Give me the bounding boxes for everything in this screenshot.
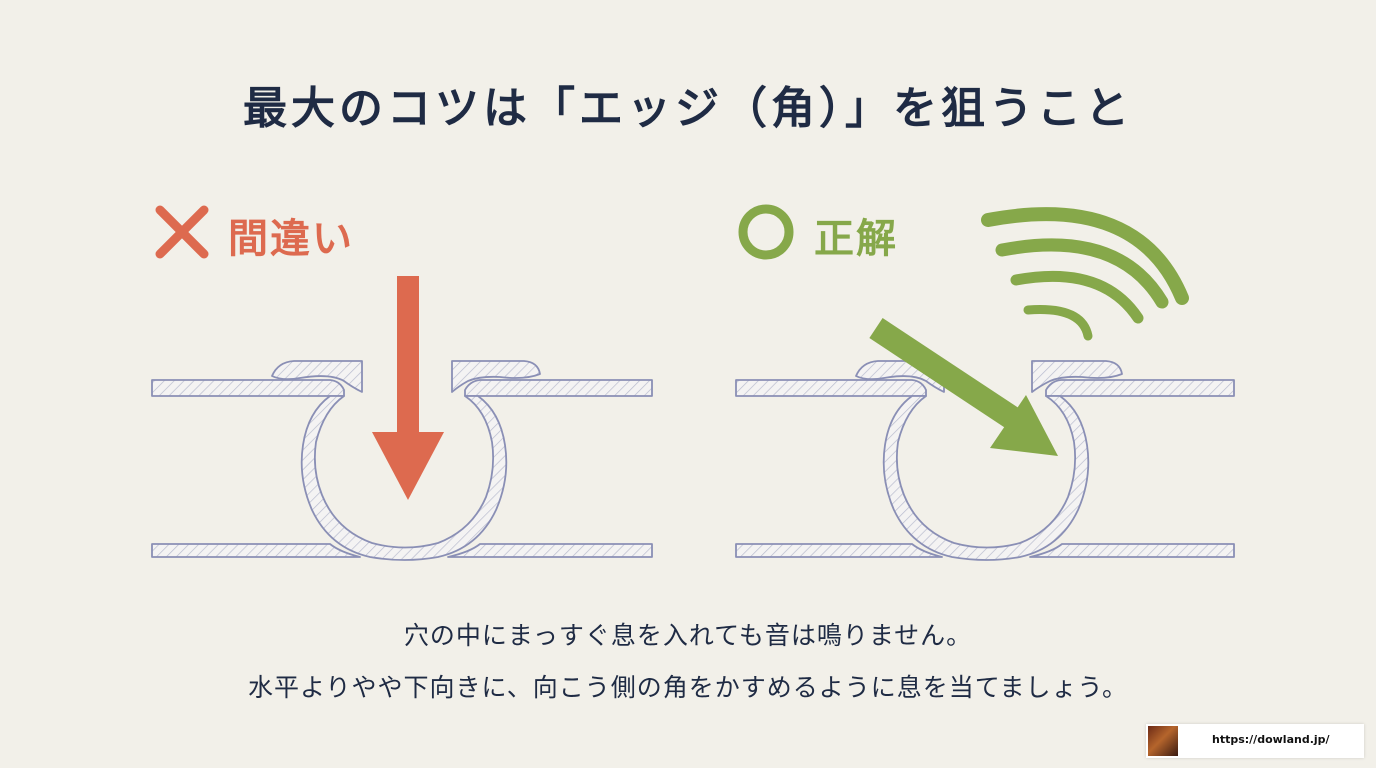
footer-link[interactable]: https://dowland.jp/: [1146, 724, 1364, 758]
wrong-cross-section: [151, 360, 653, 561]
site-logo: [1148, 726, 1178, 756]
angled-breath-arrow: [869, 317, 1058, 456]
caption-line-2: 水平よりやや下向きに、向こう側の角をかすめるように息を当てましょう。: [247, 673, 1128, 702]
straight-down-arrow: [372, 276, 444, 500]
cross-icon: [155, 205, 209, 259]
circle-icon: [738, 204, 794, 260]
caption-line-1: 穴の中にまっすぐ息を入れても音は鳴りません。: [403, 621, 973, 650]
page-title: 最大のコツは「エッジ（角）」を狙うこと: [243, 83, 1133, 134]
wrong-label: 間違い: [228, 216, 354, 262]
sound-wave-icon: [981, 207, 1189, 341]
correct-label: 正解: [814, 216, 898, 262]
footer-url[interactable]: https://dowland.jp/: [1212, 733, 1330, 746]
